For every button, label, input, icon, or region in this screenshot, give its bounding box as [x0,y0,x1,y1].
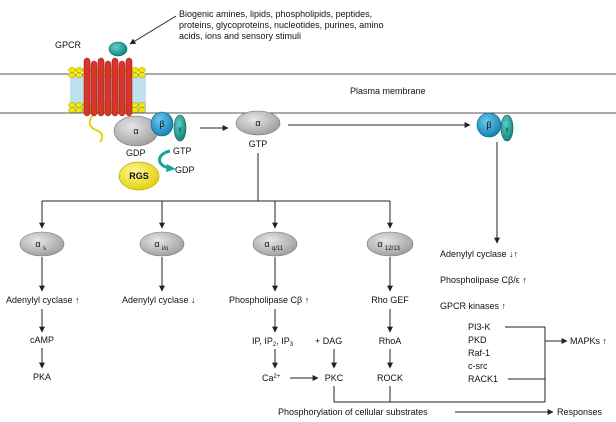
gtp-label-active: GTP [249,139,268,149]
gpcr-c-terminal-tail [88,115,104,143]
dag-label: + DAG [315,336,342,346]
ip2-text: IP [264,336,273,346]
transmembrane-helix [118,60,126,117]
bg-effector-1: Adenylyl cyclase ↓↑ [440,249,518,259]
rgs-label: RGS [129,171,149,181]
gpcr-receptor [83,41,133,143]
lipid-head [138,107,146,113]
kinase-pkd: PKD [468,335,487,345]
transmembrane-helix [83,57,91,117]
transmembrane-helix [104,60,112,117]
lipid-head [68,102,76,108]
beta-subunit [150,111,174,137]
ligand-text-line-3: acids, ions and sensory stimuli [179,31,301,41]
bg-effector-2: Phospholipase Cβ/ε ↑ [440,275,527,285]
responses-label: Responses [557,407,603,417]
kinase-rack1: RACK1 [468,374,498,384]
ip3-text: IP [281,336,290,346]
rgs-gdp-label: GDP [175,165,195,175]
ip-comma-1: , [259,336,264,346]
ip1-text: IP [252,336,261,346]
lipid-head [68,107,76,113]
ligand-binding-arrow [129,15,177,45]
beta-symbol-free: β [486,120,491,130]
gq-effector-label: Phospholipase Cβ ↑ [229,295,309,305]
lipid-head [131,102,139,108]
alpha-12-subscript: 12/13 [385,246,401,252]
rgs-protein [118,161,160,191]
gs-effector-label: Adenylyl cyclase ↑ [6,295,80,305]
gdp-label-complex: GDP [126,148,146,158]
lipid-head [75,102,83,108]
alpha-q-symbol: α [264,239,269,249]
gamma-subunit-free [500,114,514,142]
calcium-label: Ca2+ [262,373,281,383]
alpha-i-subunit [139,231,185,257]
lipid-head [138,67,146,73]
alpha-s-subscript: s [43,246,46,252]
ip-comma-2: , [276,336,281,346]
alpha-12-symbol: α [377,239,382,249]
kinase-csrc: c-src [468,361,488,371]
plasma-membrane-label: Plasma membrane [350,86,426,96]
pka-label: PKA [33,372,51,382]
ligand-text-line-1: Biogenic amines, lipids, phospholipids, … [179,9,372,19]
kinase-raf1: Raf-1 [468,348,490,358]
beta-gamma-dimer: β γ [476,112,514,142]
lipid-head [68,67,76,73]
g-protein-complex: α β γ GDP [113,111,187,158]
gi-effector-label: Adenylyl cyclase ↓ [122,295,196,305]
camp-label: cAMP [30,335,54,345]
ip3-subscript: 3 [290,342,294,348]
transmembrane-helix [90,60,98,117]
lipid-head [131,67,139,73]
transmembrane-helix [125,57,133,117]
lipid-head [75,67,83,73]
alpha-i-subscript: i/o [162,246,169,252]
kinase-pi3k: PI3-K [468,322,491,332]
rgs-gtp-label: GTP [173,146,192,156]
rock-label: ROCK [377,373,403,383]
alpha-i-symbol: α [154,239,159,249]
mapks-label: MAPKs ↑ [570,336,607,346]
alpha-s-subunit [19,231,65,257]
alpha-symbol-inactive: α [133,126,138,136]
transmembrane-helix [97,57,105,117]
lipid-head [131,72,139,78]
gamma-subunit [173,114,187,142]
ca-text: Ca [262,373,274,383]
alpha-q-subunit [252,231,298,257]
alpha-symbol-active: α [255,118,260,128]
ip2-subscript: 2 [273,342,277,348]
gamma-symbol: γ [179,127,182,133]
gtp-hydrolysis-arrowhead [166,164,176,172]
lipid-head [75,72,83,78]
lipid-head [131,107,139,113]
pkc-label: PKC [325,373,344,383]
lipid-head [68,72,76,78]
beta-symbol: β [159,119,164,129]
bound-ligand-icon [108,41,128,57]
alpha-subunit-active [235,110,281,136]
lipid-head [75,107,83,113]
phosphorylation-label: Phosphorylation of cellular substrates [278,407,428,417]
gpcr-label: GPCR [55,40,82,50]
lipid-head [138,102,146,108]
lipid-head [138,72,146,78]
alpha-s-symbol: α [35,239,40,249]
gamma-symbol-free: γ [506,127,509,133]
ip-label: IP, IP2, IP3 [252,336,294,348]
alpha-q-subscript: q/11 [272,246,284,252]
rhoa-label: RhoA [379,336,402,346]
ligand-text-line-2: proteins, glycoproteins, nucleotides, pu… [179,20,384,30]
ca-superscript: 2+ [274,374,281,380]
g12-effector-label: Rho GEF [371,295,409,305]
alpha-12-subunit [366,231,414,257]
transmembrane-helices [83,57,133,117]
transmembrane-helix [111,57,119,117]
bg-effector-3: GPCR kinases ↑ [440,301,506,311]
